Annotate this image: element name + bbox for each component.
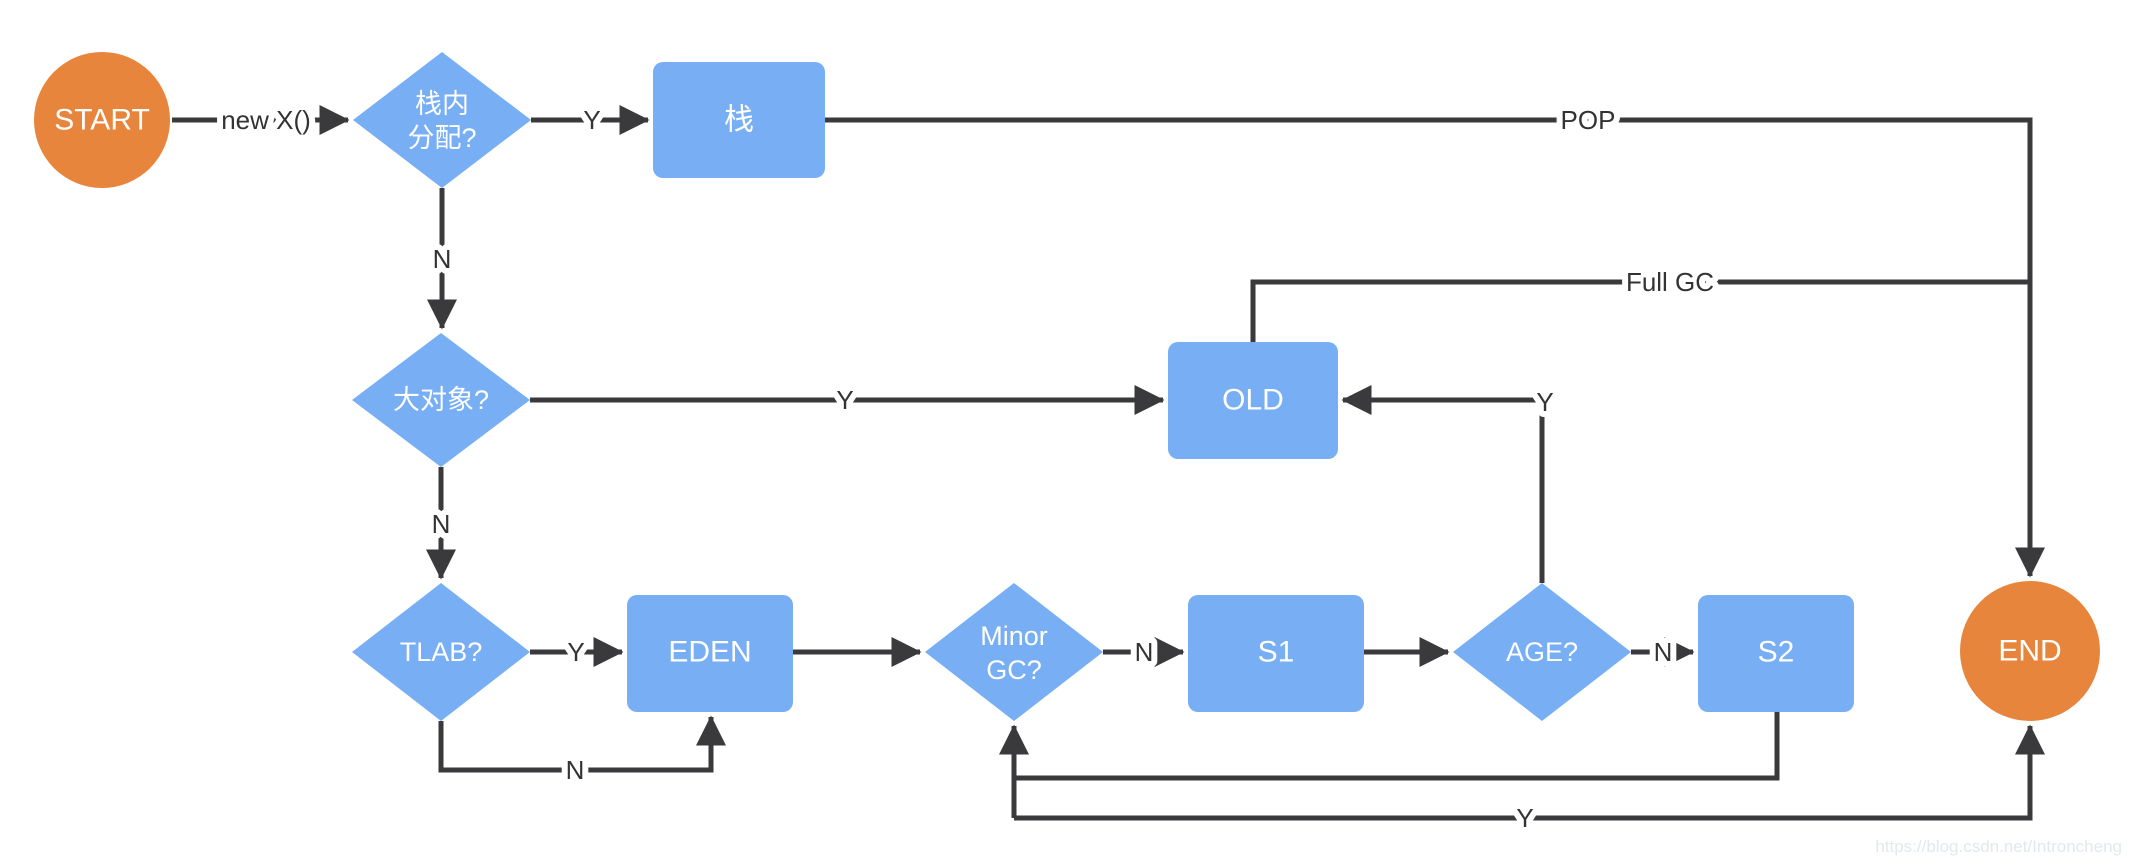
edge-age-yes-to-old bbox=[1341, 385, 1545, 583]
edge-minor-gc-yes-to-end bbox=[1014, 724, 2045, 821]
eden-rect bbox=[627, 595, 793, 712]
eden-label: EDEN bbox=[668, 636, 751, 669]
minor-gc-label-line1: Minor bbox=[980, 621, 1048, 651]
edge-label-minor-gc-yes: Y bbox=[1516, 803, 1533, 833]
node-stack: 栈 bbox=[653, 62, 825, 178]
minor-gc-label-line2: GC? bbox=[986, 655, 1042, 685]
node-eden: EDEN bbox=[627, 595, 793, 712]
edge-label-stack-alloc-yes: Y bbox=[583, 105, 600, 135]
node-minor-gc: Minor GC? bbox=[925, 583, 1103, 721]
edge-stack-pop-to-end bbox=[825, 117, 2045, 578]
s2-rect bbox=[1698, 595, 1854, 712]
edge-tlab-no bbox=[438, 715, 726, 773]
big-object-label: 大对象? bbox=[393, 385, 489, 415]
minor-gc-diamond bbox=[925, 583, 1103, 721]
edge-label-tlab-no: N bbox=[566, 755, 585, 785]
tlab-label: TLAB? bbox=[400, 637, 483, 667]
edge-label-big-object-yes: Y bbox=[836, 385, 853, 415]
s1-rect bbox=[1188, 595, 1364, 712]
node-s1: S1 bbox=[1188, 595, 1364, 712]
stack-alloc-label-line2: 分配? bbox=[407, 123, 476, 153]
edges bbox=[172, 105, 2045, 821]
edge-label-age-no: N bbox=[1654, 637, 1673, 667]
stack-alloc-diamond bbox=[353, 52, 531, 188]
big-object-diamond bbox=[352, 333, 530, 467]
edge-label-age-yes: Y bbox=[1536, 387, 1553, 417]
start-circle bbox=[34, 52, 170, 188]
node-old: OLD bbox=[1168, 342, 1338, 459]
edge-label-new-x: new X() bbox=[221, 105, 311, 135]
start-label: START bbox=[54, 104, 150, 137]
edge-label-minor-gc-no: N bbox=[1135, 637, 1154, 667]
node-tlab: TLAB? bbox=[352, 583, 530, 721]
stack-label: 栈 bbox=[724, 104, 754, 137]
node-stack-alloc: 栈内 分配? bbox=[353, 52, 531, 188]
age-diamond bbox=[1453, 583, 1631, 721]
node-big-object: 大对象? bbox=[352, 333, 530, 467]
s2-label: S2 bbox=[1758, 636, 1795, 669]
end-circle bbox=[1960, 581, 2100, 721]
edge-labels: new X() Y POP N Y N Y N N N Y Full GC Y bbox=[215, 99, 1720, 839]
edge-label-pop: POP bbox=[1561, 105, 1616, 135]
s1-label: S1 bbox=[1258, 636, 1295, 669]
stack-rect bbox=[653, 62, 825, 178]
edge-label-tlab-yes: Y bbox=[567, 637, 584, 667]
old-rect bbox=[1168, 342, 1338, 459]
edge-label-stack-alloc-no: N bbox=[433, 244, 452, 274]
node-age: AGE? bbox=[1453, 583, 1631, 721]
node-start: START bbox=[34, 52, 170, 188]
watermark-text: https://blog.csdn.net/Introncheng bbox=[1875, 837, 2122, 856]
edge-old-full-gc bbox=[1250, 279, 2030, 342]
edge-s2-loop bbox=[1014, 712, 1780, 781]
old-label: OLD bbox=[1222, 384, 1284, 417]
stack-alloc-label-line1: 栈内 bbox=[415, 89, 469, 119]
edge-label-big-object-no: N bbox=[432, 509, 451, 539]
node-end: END bbox=[1960, 581, 2100, 721]
end-label: END bbox=[1998, 635, 2061, 668]
node-s2: S2 bbox=[1698, 595, 1854, 712]
edge-label-full-gc: Full GC bbox=[1626, 267, 1714, 297]
tlab-diamond bbox=[352, 583, 530, 721]
age-label: AGE? bbox=[1506, 637, 1578, 667]
